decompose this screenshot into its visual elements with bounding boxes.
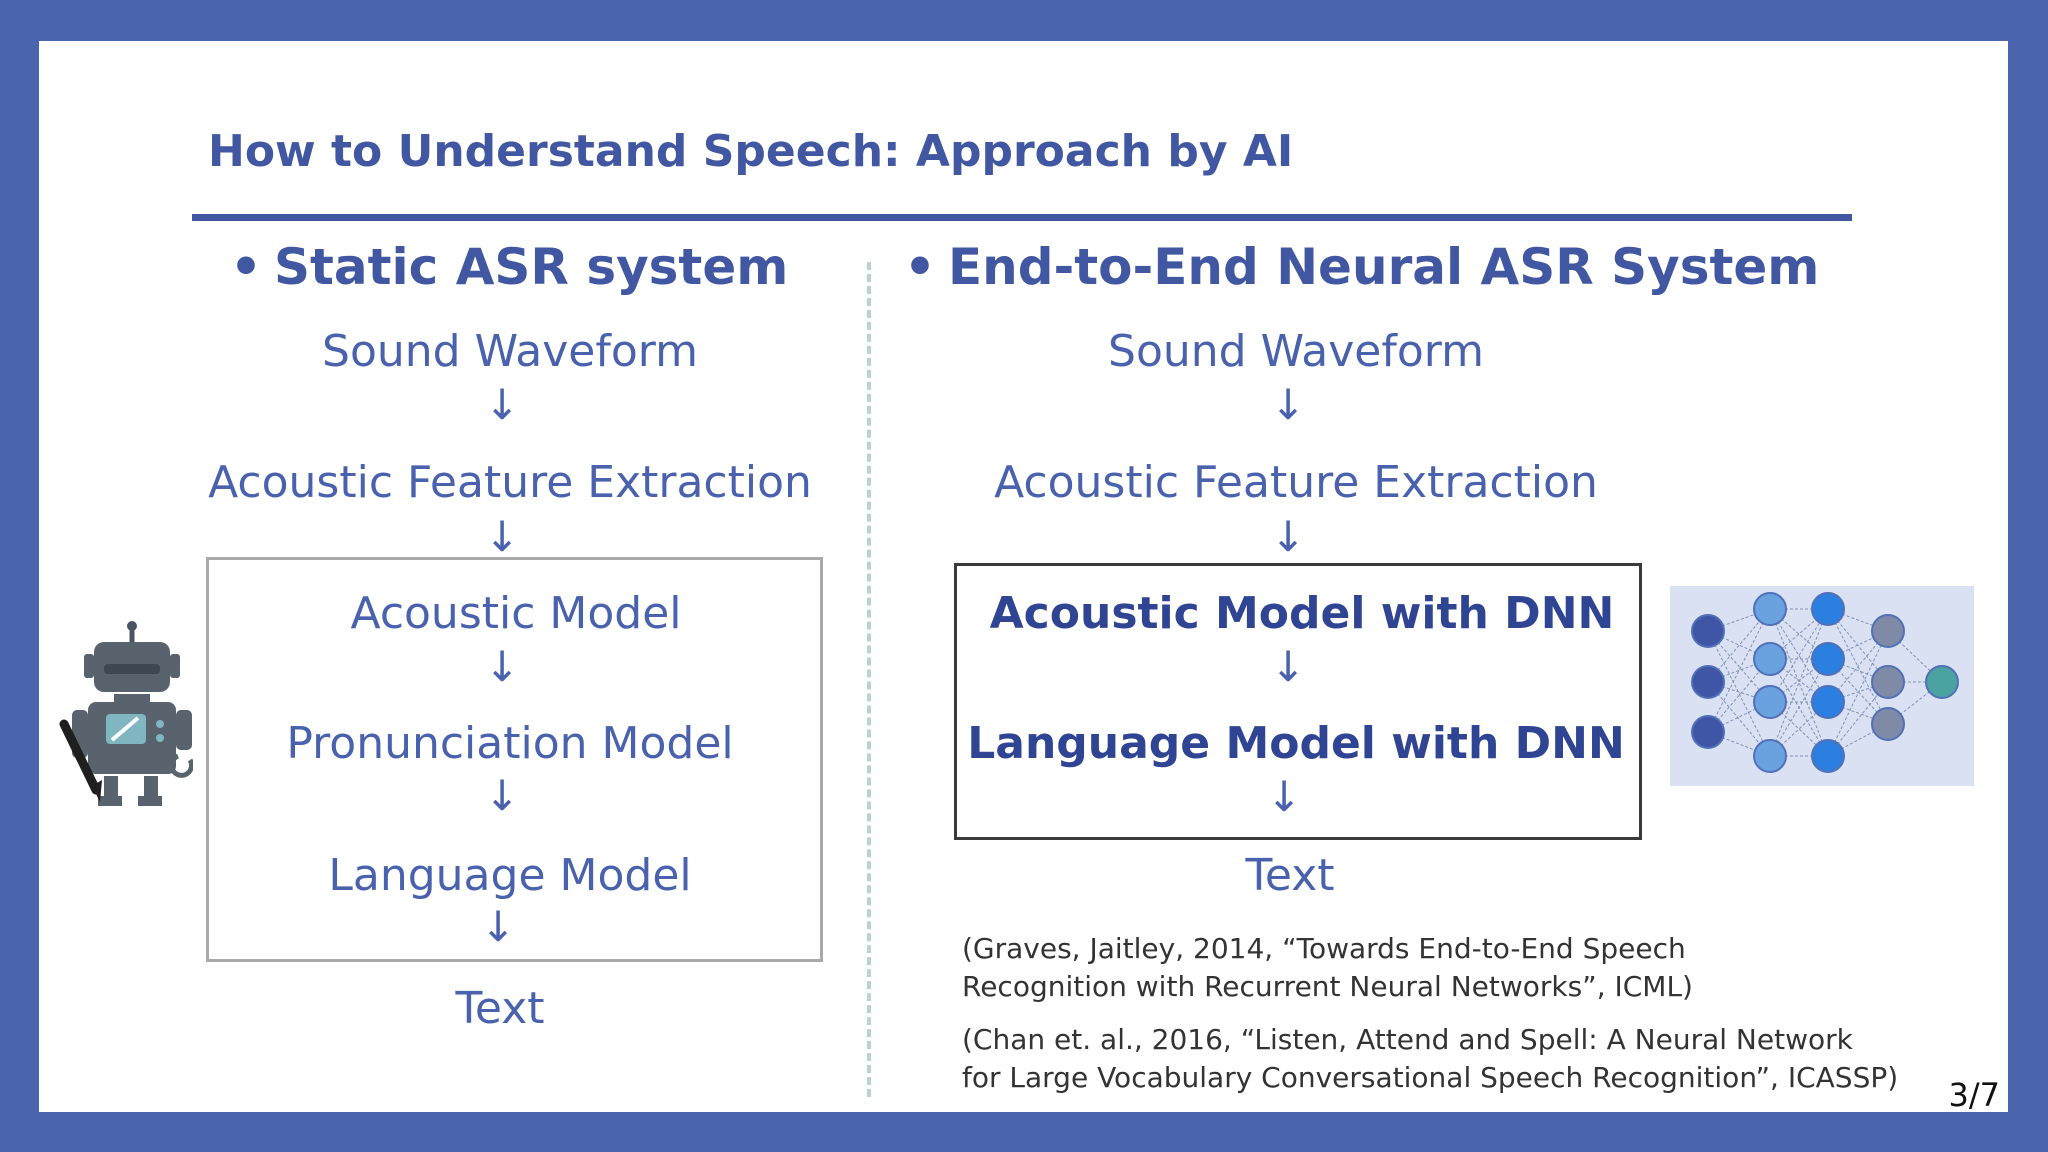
left-step-language-model: Language Model [328,850,692,901]
robot-writing-icon [59,621,193,806]
network-node [1753,642,1787,676]
network-node [1753,739,1787,773]
reference-chan-line1: (Chan et. al., 2016, “Listen, Attend and… [962,1023,1853,1056]
network-node [1925,665,1959,699]
reference-graves: (Graves, Jaitley, 2014, “Towards End-to-… [962,930,1693,1006]
left-arrow-5: ↓ [480,902,516,951]
reference-chan: (Chan et. al., 2016, “Listen, Attend and… [962,1021,1898,1097]
left-step-acoustic-model: Acoustic Model [350,588,682,639]
right-step-sound-waveform: Sound Waveform [1108,326,1484,377]
reference-chan-line2: for Large Vocabulary Conversational Spee… [962,1061,1899,1094]
network-node [1811,642,1845,676]
right-arrow-4: ↓ [1266,772,1302,821]
page-number: 3/7 [1948,1076,2001,1114]
network-node [1811,592,1845,626]
static-model-box [206,557,823,962]
left-step-text: Text [455,983,545,1034]
right-step-language-dnn: Language Model with DNN [967,718,1625,769]
left-arrow-1: ↓ [484,380,520,429]
bullet: • [904,238,936,296]
right-arrow-3: ↓ [1270,642,1306,691]
slide-title: How to Understand Speech: Approach by AI [208,126,1294,177]
network-node [1691,715,1725,749]
network-node [1871,707,1905,741]
network-edge [1769,608,1829,703]
network-edge [1827,608,1889,725]
left-step-sound-waveform: Sound Waveform [322,326,698,377]
bullet: • [230,238,262,296]
network-edge [1707,608,1771,733]
network-node [1871,614,1905,648]
left-step-pronunciation-model: Pronunciation Model [286,718,734,769]
right-heading-text: End-to-End Neural ASR System [947,238,1820,296]
neural-model-box [954,563,1642,840]
network-edge [1769,608,1829,703]
left-arrow-4: ↓ [484,771,520,820]
network-edge [1827,630,1889,757]
network-edge [1769,608,1829,757]
right-step-acoustic-dnn: Acoustic Model with DNN [989,588,1615,639]
right-arrow-2: ↓ [1270,512,1306,561]
right-step-text: Text [1245,850,1335,901]
network-edge [1769,608,1829,757]
left-heading-text: Static ASR system [273,238,789,296]
network-node [1753,592,1787,626]
left-heading: •Static ASR system [230,238,788,296]
title-underline [192,214,1852,221]
network-node [1753,685,1787,719]
left-arrow-3: ↓ [484,642,520,691]
left-arrow-2: ↓ [484,512,520,561]
reference-graves-line2: Recognition with Recurrent Neural Networ… [962,970,1693,1003]
network-node [1811,685,1845,719]
column-divider [867,262,871,1097]
network-node [1691,614,1725,648]
network-edge [1769,658,1829,757]
network-edge [1707,630,1771,757]
network-node [1871,665,1905,699]
right-step-feature-extraction: Acoustic Feature Extraction [994,457,1598,508]
reference-graves-line1: (Graves, Jaitley, 2014, “Towards End-to-… [962,932,1686,965]
network-node [1691,665,1725,699]
neural-network-diagram [1670,586,1974,786]
network-node [1811,739,1845,773]
right-arrow-1: ↓ [1270,380,1306,429]
right-heading: •End-to-End Neural ASR System [904,238,1819,296]
left-step-feature-extraction: Acoustic Feature Extraction [208,457,812,508]
